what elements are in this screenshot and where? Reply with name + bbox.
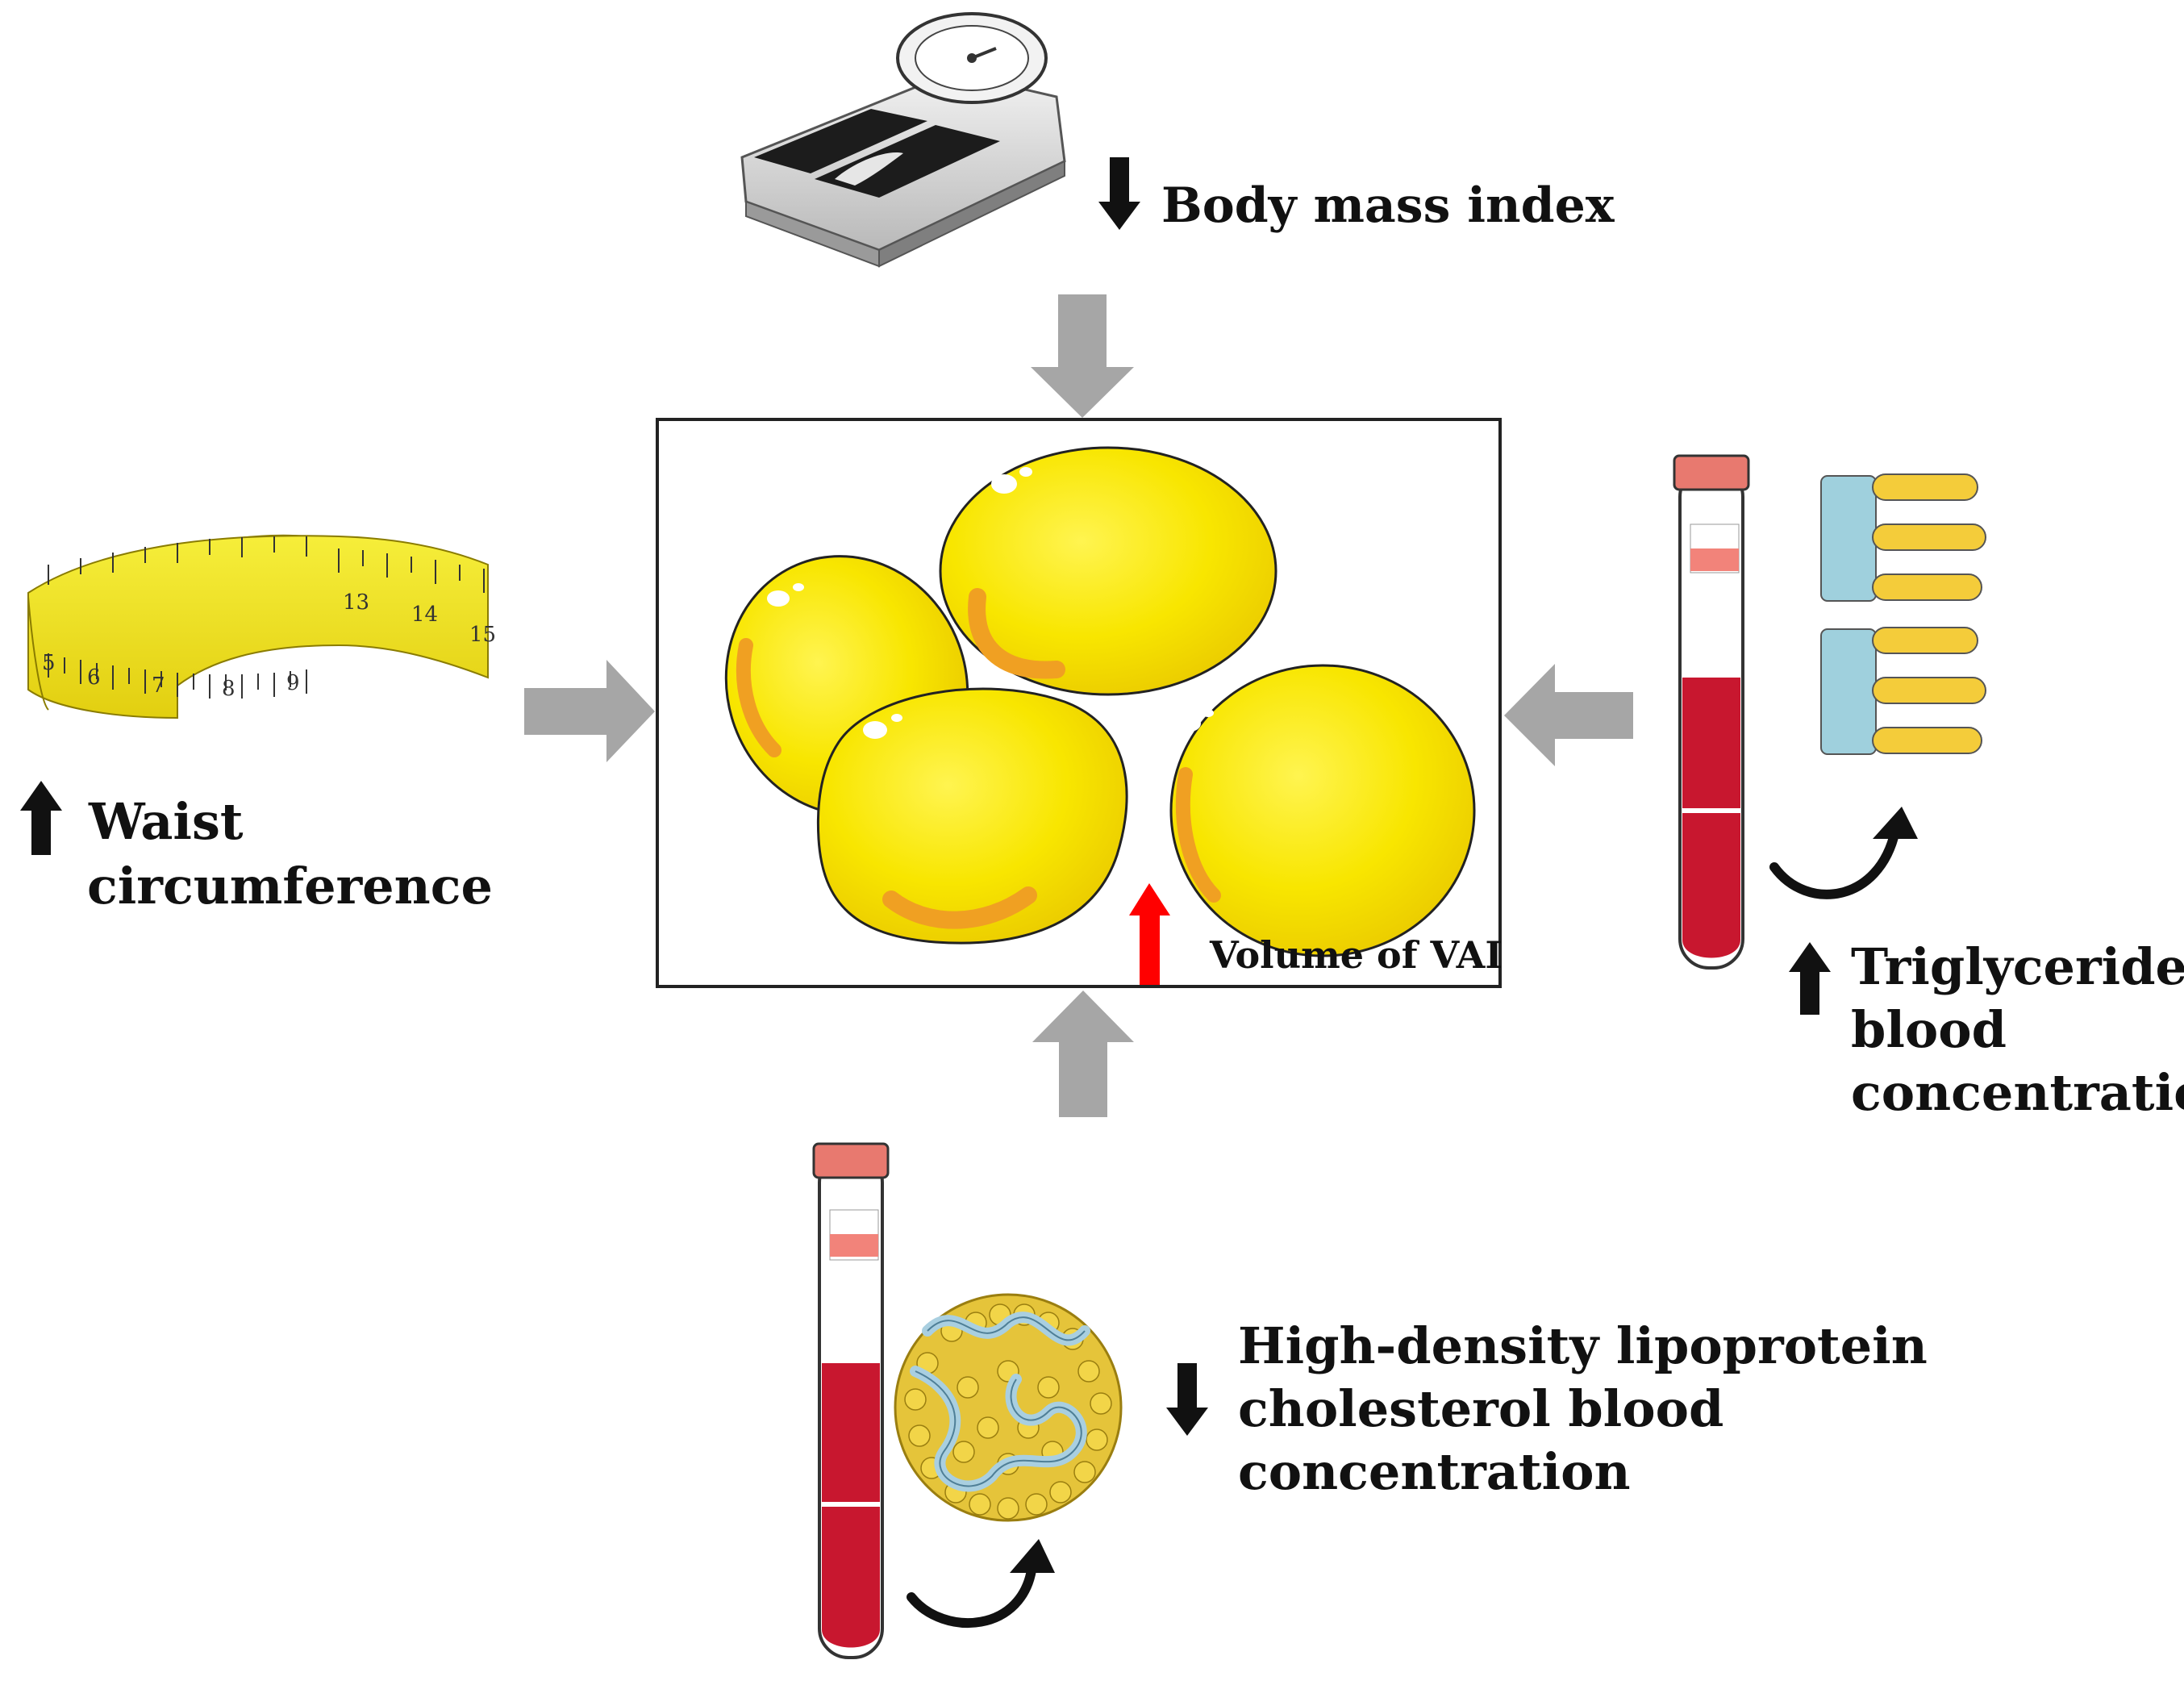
hdl-label-line3: concentration [1238,1442,1631,1501]
tape-number-7: 7 [152,674,165,698]
blood-tube-bottom-icon [812,1142,890,1659]
blood-tube-right-icon [1673,454,1750,970]
vai-up-arrow [1129,883,1170,985]
tape-number-15: 15 [469,623,496,647]
tape-number-8: 8 [222,677,235,701]
gray-arrow-right [1504,664,1633,766]
triglycerides-label-line3: concentration [1851,1063,2184,1122]
tape-number-14: 14 [411,603,438,627]
hdl-label-line1: High-density lipoprotein [1238,1316,1928,1375]
curved-arrow-bottom-icon [907,1539,1055,1628]
fat-cell-right [1169,664,1476,957]
gray-arrow-bottom [1032,991,1134,1117]
waist-label-line1: Waist [88,792,244,851]
tape-number-13: 13 [343,590,369,615]
hdl-particle-icon [894,1293,1123,1522]
waist-up-arrow [20,781,62,855]
gray-arrow-left [524,660,655,762]
triglycerides-label-line2: blood [1851,1000,2007,1059]
curved-arrow-right-icon [1769,807,1918,899]
measuring-tape-icon: 5 6 7 8 9 13 14 15 [27,534,496,719]
weighing-scale-icon [740,12,1066,268]
fat-cell-top [939,446,1277,696]
tape-number-5: 5 [42,651,56,675]
hdl-down-arrow [1166,1363,1208,1436]
vai-volume-label: Volume of VAI [1209,933,1503,977]
waist-label-line2: circumference [87,857,493,915]
gray-arrow-top [1031,294,1134,418]
hdl-label-line2: cholesterol blood [1238,1379,1723,1438]
tape-ticks [48,536,485,699]
triglyceride-molecule-icon [1820,473,1986,755]
triglycerides-up-arrow [1789,942,1831,1015]
fat-cell-bottom [816,687,1128,945]
bmi-down-arrow [1098,157,1140,230]
tape-number-9: 9 [286,671,300,695]
tape-number-6: 6 [87,665,101,690]
triglycerides-label-line1: Triglycerides [1851,937,2184,996]
bmi-label: Body mass index [1161,177,1615,234]
vai-box: Volume of VAI [656,418,1503,988]
